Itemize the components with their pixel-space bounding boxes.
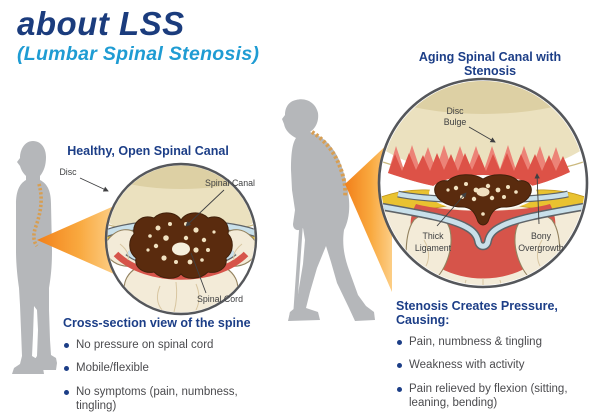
bullet-text: No pressure on spinal cord bbox=[76, 339, 214, 351]
healthy-panel-heading: Healthy, Open Spinal Canal bbox=[67, 144, 229, 158]
healthy-circle-border bbox=[104, 162, 258, 316]
label-bony-overgrowth-line1: Bony bbox=[531, 231, 552, 241]
bullet-text: Pain relieved by flexion (sitting, leani… bbox=[409, 382, 568, 410]
bony-overgrowth-arrow-line bbox=[534, 173, 540, 225]
list-item: Mobile/flexible bbox=[63, 361, 259, 375]
list-item: No symptoms (pain, numbness, tingling) bbox=[63, 385, 259, 414]
spinal-canal-arrow-line bbox=[185, 189, 225, 227]
left-person-body bbox=[12, 141, 57, 374]
bullet-text: No symptoms (pain, numbness, tingling) bbox=[76, 385, 238, 413]
stenosis-info-list: Stenosis Creates Pressure, Causing: Pain… bbox=[396, 299, 592, 418]
left-spine-overlay bbox=[32, 183, 43, 248]
healthy-list-heading: Cross-section view of the spine bbox=[63, 316, 251, 330]
label-disc-bulge-line2: Bulge bbox=[444, 117, 467, 127]
list-item: No pressure on spinal cord bbox=[63, 338, 259, 352]
bullet-dot bbox=[64, 343, 69, 348]
list-item: Pain relieved by flexion (sitting, leani… bbox=[396, 382, 592, 411]
title-block: about LSS (Lumbar Spinal Stenosis) bbox=[17, 5, 260, 66]
label-thick-ligament-line2: Ligament bbox=[415, 243, 452, 253]
list-item: Pain, numbness & tingling bbox=[396, 335, 592, 349]
bullet-text: Pain, numbness & tingling bbox=[409, 336, 542, 348]
list-item: Weakness with activity bbox=[396, 358, 592, 372]
bullet-dot bbox=[64, 389, 69, 395]
stenosis-circle-border bbox=[377, 77, 589, 289]
bullet-dot bbox=[397, 363, 402, 369]
spinal-cord-pointer-line bbox=[190, 252, 207, 294]
bullet-dot bbox=[397, 340, 402, 345]
left-zoom-cone bbox=[37, 206, 114, 274]
label-disc-bulge-line1: Disc bbox=[446, 106, 464, 116]
stenosis-panel-heading: Aging Spinal Canal with Stenosis bbox=[418, 50, 562, 78]
page-title: about LSS bbox=[17, 5, 185, 42]
healthy-spine-diagram: Disc Spinal Canal Spinal Cord bbox=[59, 162, 258, 316]
label-spinal-cord: Spinal Cord bbox=[197, 294, 243, 304]
left-person-silhouette bbox=[12, 141, 57, 374]
page-subtitle: (Lumbar Spinal Stenosis) bbox=[17, 43, 260, 66]
label-bony-overgrowth-line2: Overgrowth bbox=[518, 243, 564, 253]
bullet-text: Mobile/flexible bbox=[76, 362, 149, 375]
right-person-body bbox=[282, 99, 375, 322]
disc-arrow-line bbox=[79, 177, 109, 192]
stenosis-list-heading: Stenosis Creates Pressure, Causing: bbox=[396, 299, 558, 327]
bullet-text: Weakness with activity bbox=[409, 359, 525, 372]
bullet-dot bbox=[397, 386, 402, 392]
thick-ligament-arrow-line bbox=[436, 192, 467, 227]
right-spine-overlay bbox=[310, 130, 348, 198]
cane-tip bbox=[289, 312, 300, 319]
right-person-silhouette bbox=[282, 99, 375, 322]
disc-bulge-arrow-line bbox=[468, 126, 496, 143]
stenosis-spine-diagram: Disc Bulge Thick Ligament Bony Overgrowt… bbox=[377, 77, 589, 289]
label-disc: Disc bbox=[59, 167, 77, 177]
label-spinal-canal: Spinal Canal bbox=[205, 178, 255, 188]
label-thick-ligament-line1: Thick bbox=[422, 231, 444, 241]
healthy-info-list: Cross-section view of the spine No press… bbox=[63, 316, 259, 418]
bullet-dot bbox=[64, 366, 69, 372]
hand-on-cane bbox=[300, 219, 312, 229]
red-band bbox=[113, 251, 249, 280]
